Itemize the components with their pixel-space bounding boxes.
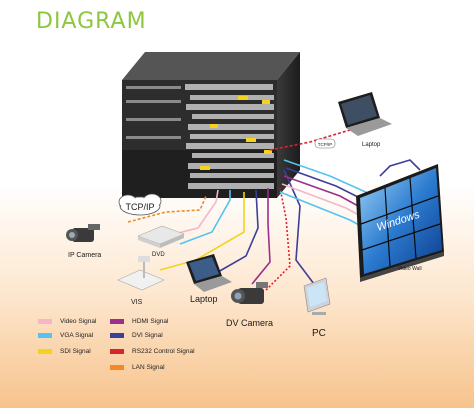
vis-label: VIS [131, 299, 143, 306]
legend-label-dvi: DVI Signal [132, 332, 163, 339]
legend-item: SDI Signal [38, 348, 91, 356]
tcpip-tag-label: TCP/IP [318, 142, 333, 147]
ip-camera-label: IP Camera [68, 252, 101, 259]
video-wall-label: Video Wall [398, 266, 422, 272]
dv-camera-label: DV Camera [226, 318, 273, 328]
tcpip-cloud: TCP/IP [118, 193, 162, 216]
dv-camera-icon [231, 282, 268, 304]
legend-label-sdi: SDI Signal [60, 348, 91, 355]
legend-item: LAN Signal [110, 364, 165, 372]
legend-item: VGA Signal [38, 332, 93, 340]
legend-label-vga: VGA Signal [60, 332, 94, 339]
legend-label-video: Video Signal [60, 318, 97, 325]
legend-swatch-hdmi [110, 318, 124, 324]
dvd-player-icon [137, 225, 185, 248]
dvd-label: DVD [152, 252, 165, 258]
legend-swatch-lan [110, 364, 124, 370]
tcpip-label: TCP/IP [125, 202, 154, 212]
legend-swatch-vga [38, 332, 52, 338]
legend-label-rs232: RS232 Control Signal [132, 348, 195, 355]
tcpip-tag: TCP/IP [314, 138, 336, 149]
legend-swatch-rs232 [110, 348, 124, 354]
legend-item: RS232 Control Signal [110, 348, 195, 356]
matrix-switcher-rack [122, 52, 300, 198]
legend-swatch-dvi [110, 332, 124, 338]
laptop-top-icon [338, 92, 392, 136]
laptop-top-label: Laptop [362, 142, 381, 148]
laptop-bottom-icon [186, 254, 232, 292]
pc-monitor-icon [303, 277, 331, 315]
laptop-bottom-label: Laptop [190, 294, 218, 304]
legend-swatch-video [38, 318, 52, 324]
vis-presenter-icon [117, 256, 165, 291]
legend-swatch-sdi [38, 348, 52, 354]
diagram-title: DIAGRAM [36, 9, 147, 34]
legend-item: DVI Signal [110, 332, 163, 340]
legend-item: HDMI Signal [110, 318, 168, 326]
ip-camera-icon [66, 224, 100, 242]
legend-item: Video Signal [38, 318, 96, 326]
legend-label-lan: LAN Signal [132, 364, 165, 371]
video-wall: Windows [356, 164, 444, 282]
pc-label: PC [312, 328, 326, 339]
signal-legend: Video Signal VGA Signal SDI Signal HDMI … [38, 318, 238, 378]
legend-label-hdmi: HDMI Signal [132, 318, 169, 325]
